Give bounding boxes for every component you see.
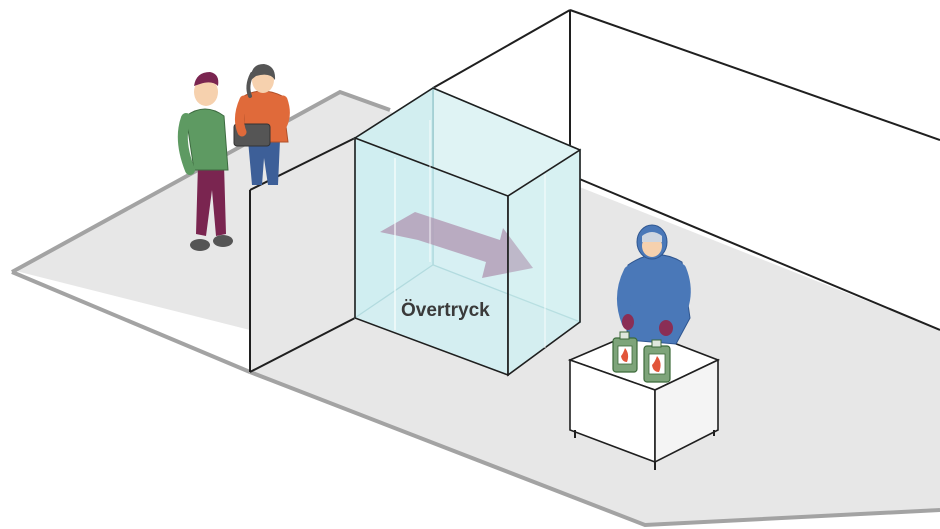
flame-icon bbox=[621, 348, 629, 362]
work-table bbox=[567, 329, 721, 470]
clean-room-box: Övertryck bbox=[353, 86, 582, 377]
flame-icon bbox=[652, 356, 661, 372]
visitor-woman-with-tablet bbox=[233, 64, 290, 185]
pressure-label: Övertryck bbox=[401, 300, 490, 321]
bottle-right bbox=[643, 339, 671, 383]
visitor-man bbox=[177, 72, 233, 251]
pressure-arrow bbox=[380, 212, 533, 278]
bottle-left bbox=[612, 331, 638, 373]
worker-in-protective-suit bbox=[617, 224, 691, 345]
